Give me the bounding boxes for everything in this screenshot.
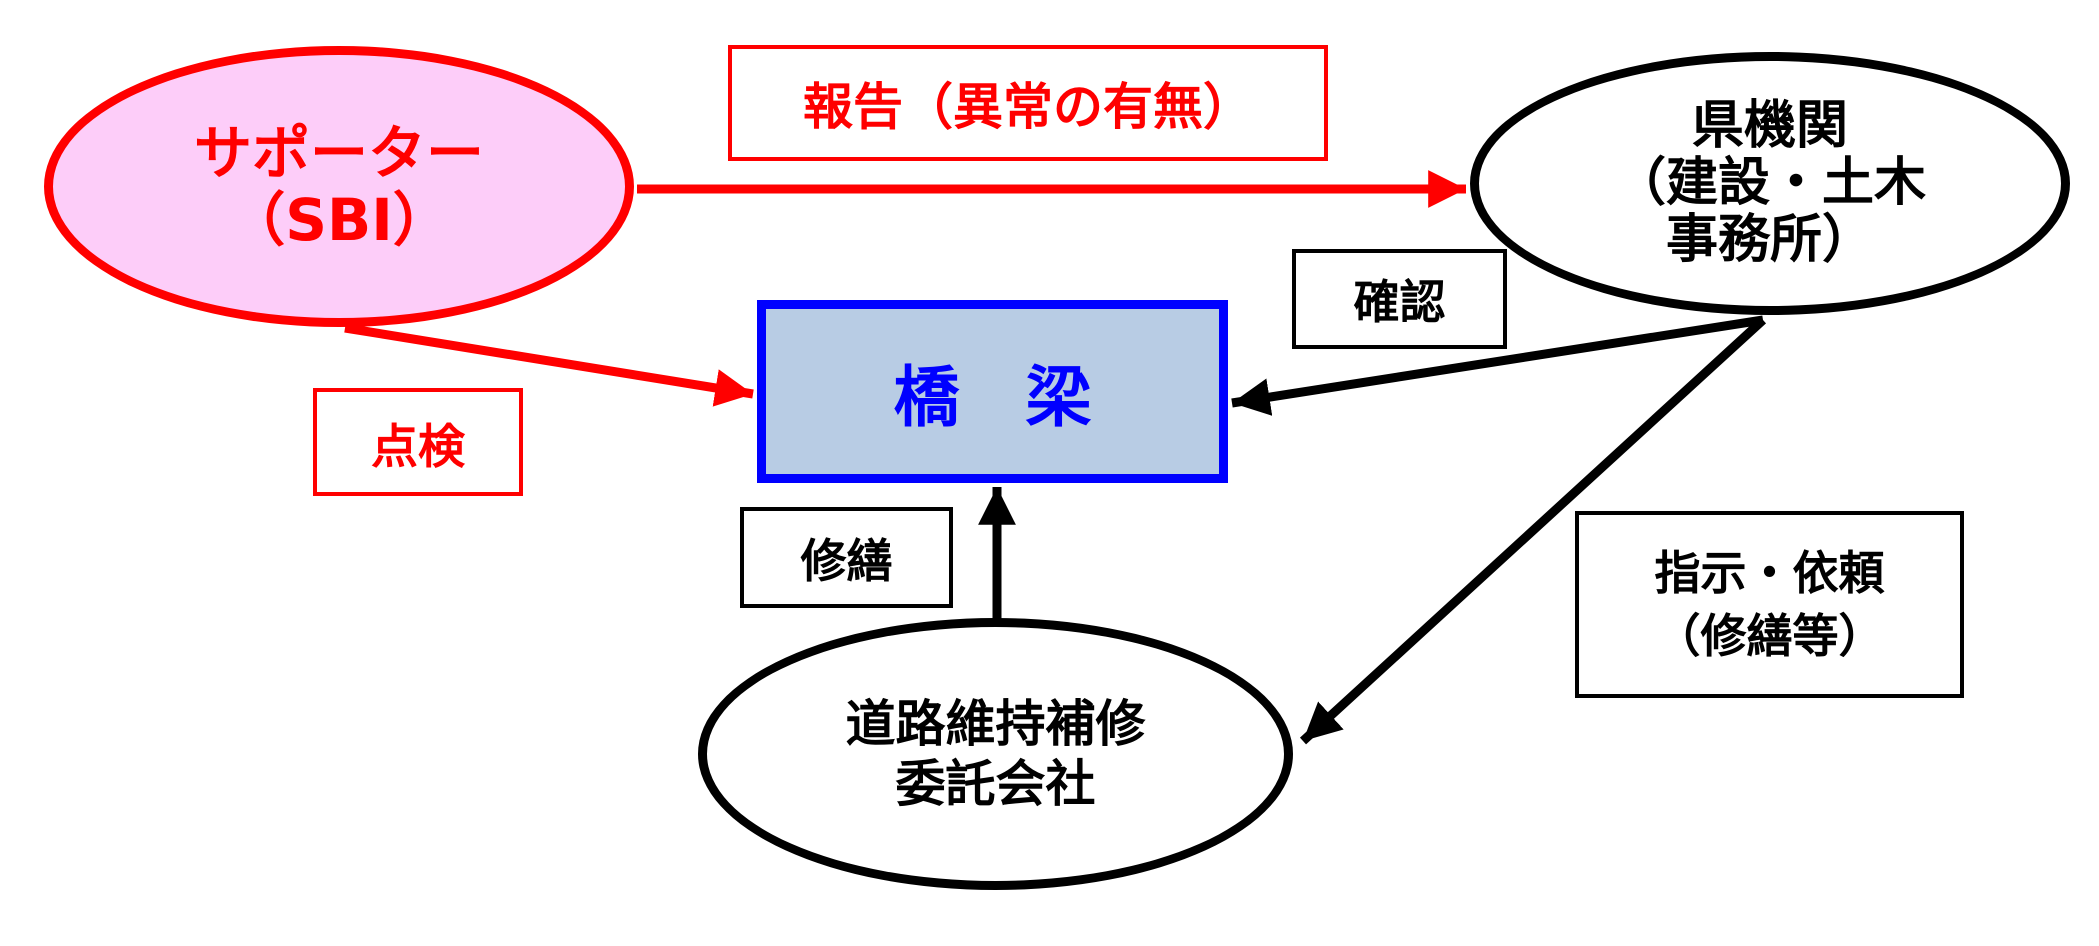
supporter-label-line1: サポーター [193, 118, 484, 187]
repair-label-text: 修繕 [800, 533, 893, 588]
confirmation-label-text: 確認 [1353, 275, 1446, 329]
node-road-maintenance-contractor: 道路維持補修 委託会社 [698, 618, 1293, 890]
instruction-label-line2: （修繕等） [1654, 608, 1885, 663]
confirmation-label-box: 確認 [1292, 249, 1507, 349]
node-prefecture-agency: 県機関 （建設・土木 事務所） [1470, 52, 2070, 315]
inspection-label-box: 点検 [313, 388, 523, 496]
prefecture-label-line1: 県機関 [1691, 95, 1848, 156]
node-bridge: 橋 梁 [757, 300, 1228, 483]
bridge-label: 橋 梁 [893, 358, 1092, 436]
supporter-label-line2: （SBI） [227, 185, 451, 254]
inspection-label-text: 点検 [371, 419, 465, 475]
prefecture-label-line3: 事務所） [1665, 210, 1874, 271]
contractor-label-line1: 道路維持補修 [845, 695, 1146, 753]
report-label-box: 報告（異常の有無） [728, 45, 1328, 161]
prefecture-label-line2: （建設・土木 [1613, 152, 1926, 213]
instruction-label-box: 指示・依頼 （修繕等） [1575, 511, 1964, 698]
node-supporter-sbi: サポーター （SBI） [44, 46, 634, 327]
repair-label-box: 修繕 [740, 507, 953, 608]
instruction-label-line1: 指示・依頼 [1654, 546, 1885, 601]
contractor-label-line2: 委託会社 [895, 755, 1096, 813]
inspection-arrow [344, 323, 754, 407]
report-label-text: 報告（異常の有無） [803, 78, 1253, 136]
